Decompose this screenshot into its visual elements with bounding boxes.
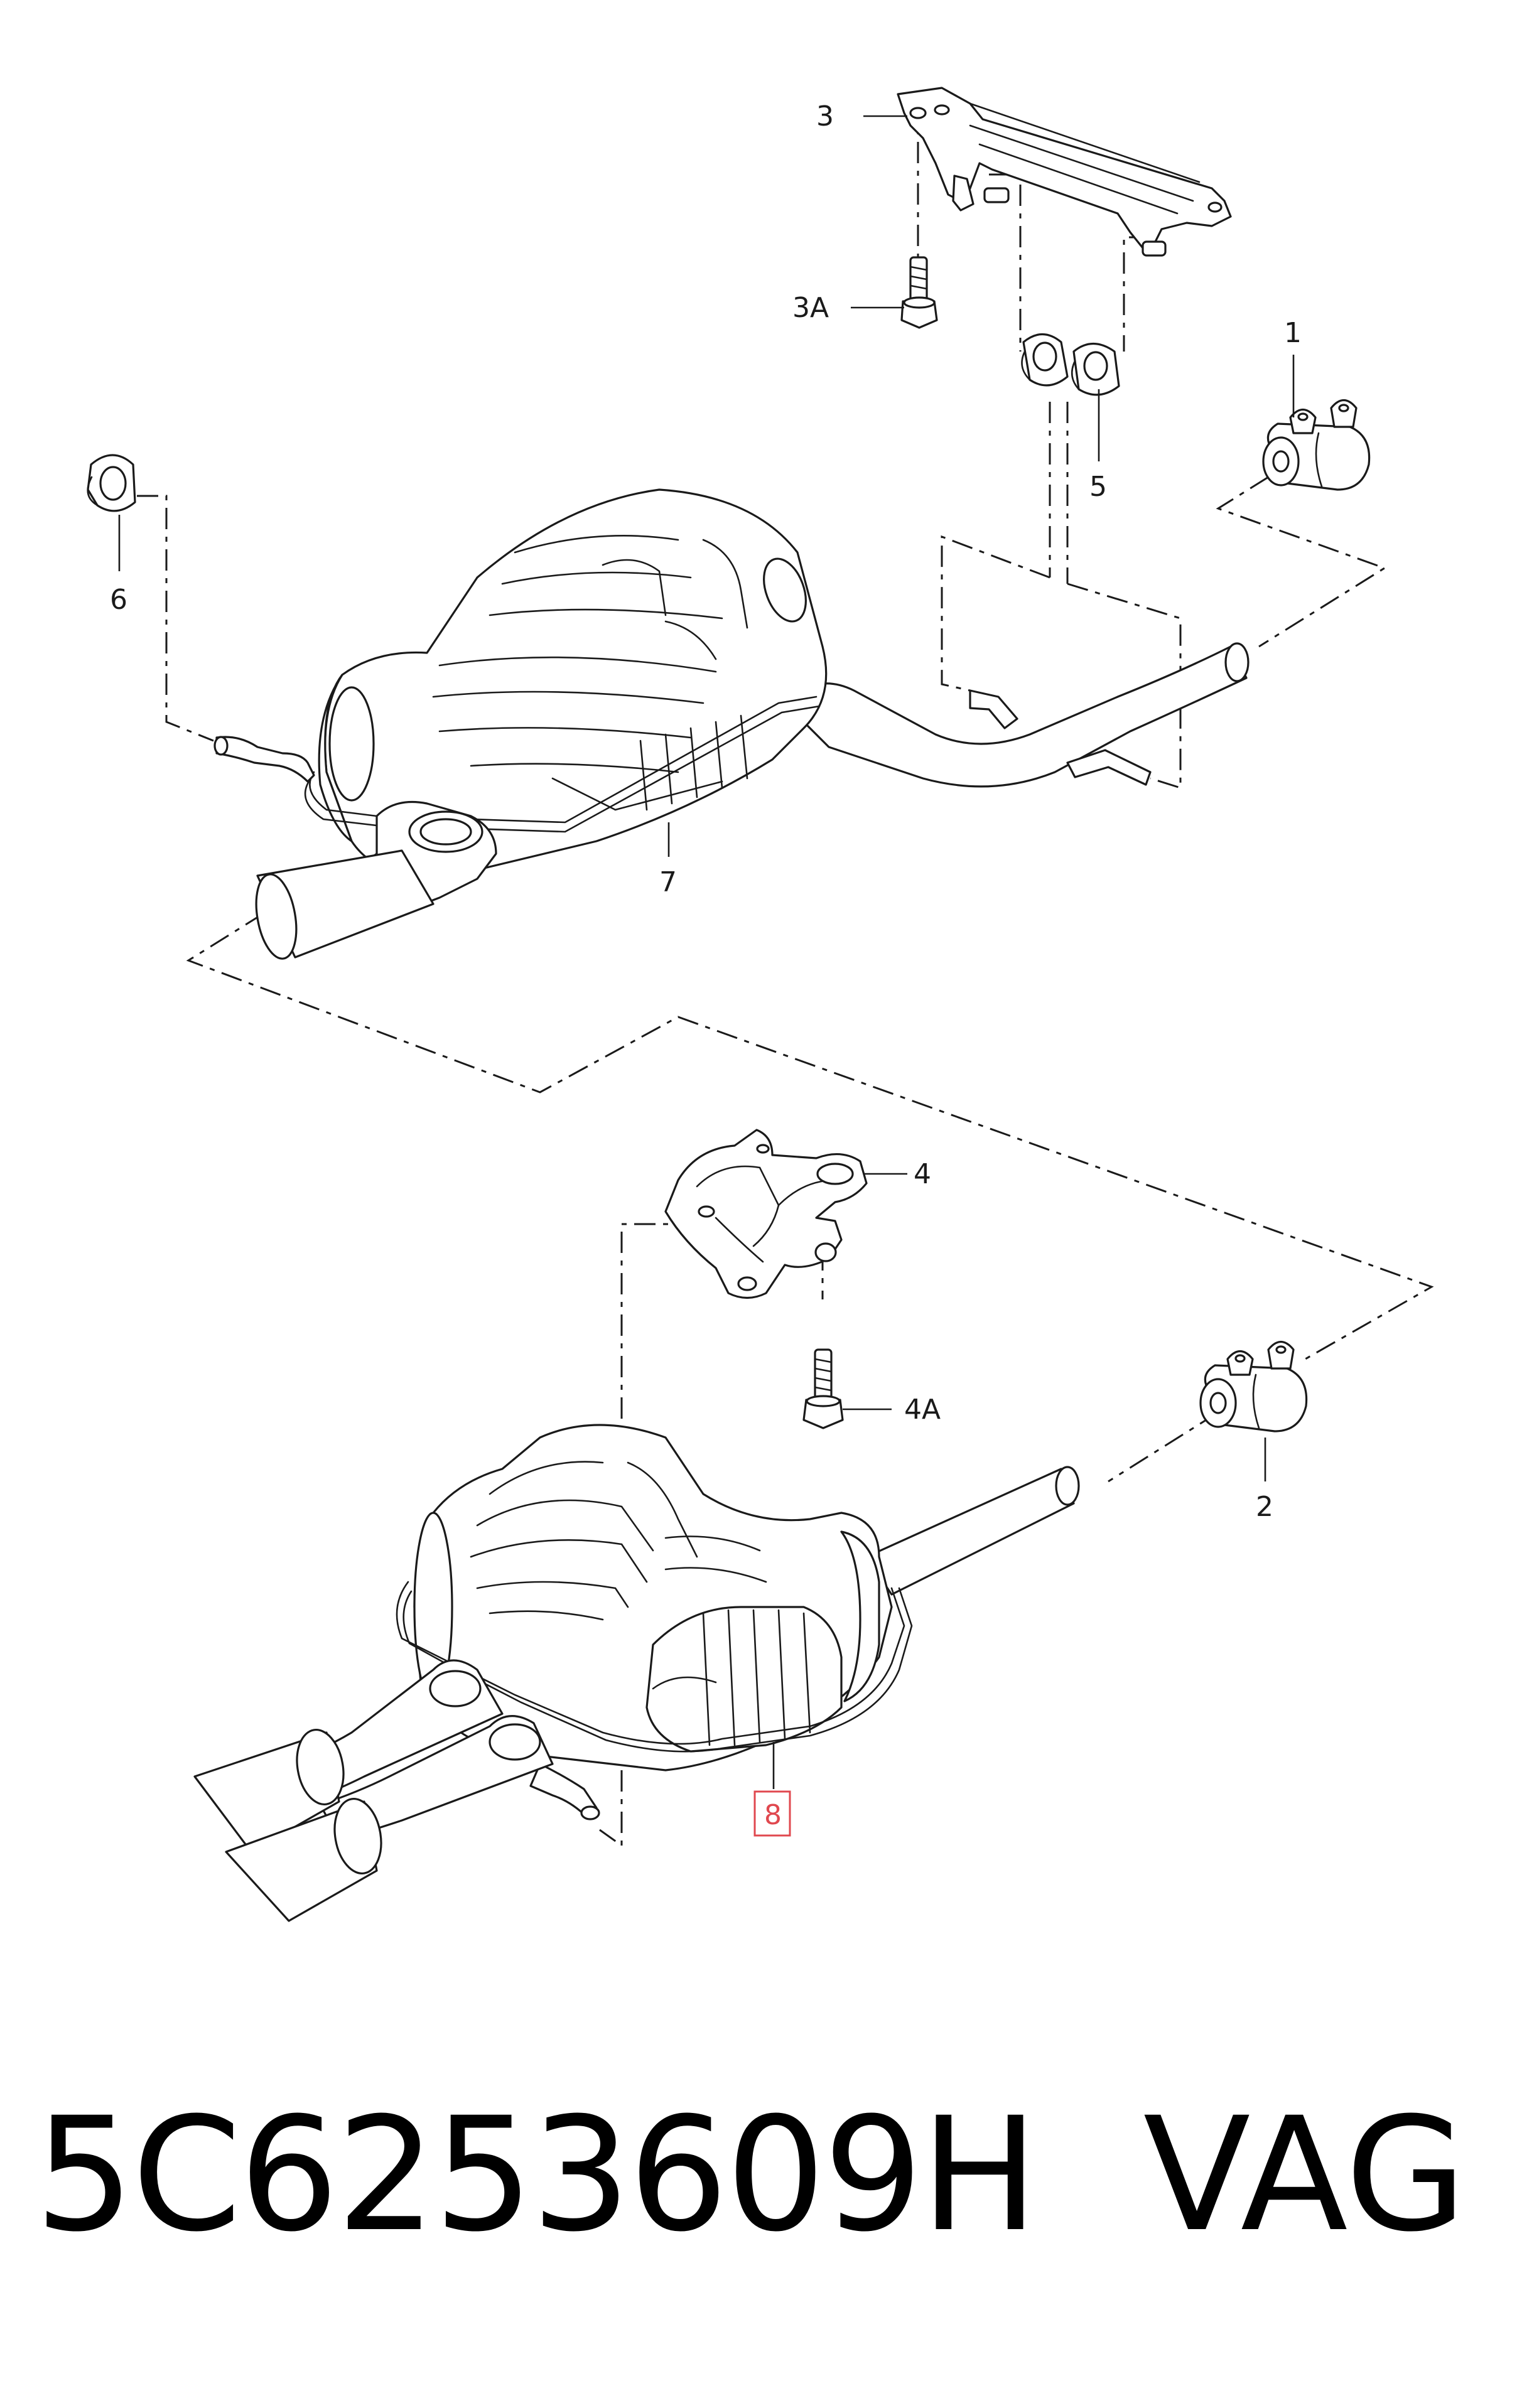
callout-labels: 3 3A 1 5 6 7 4 4A 2 8 <box>110 100 1302 1837</box>
callout-3: 3 <box>816 100 834 132</box>
bolt-3a <box>900 256 938 329</box>
rubber-hanger-5-left <box>1021 333 1069 387</box>
rubber-hanger-6 <box>87 454 136 512</box>
rear-muffler-8 <box>193 1424 1080 1922</box>
callout-4: 4 <box>914 1158 931 1190</box>
callout-3a: 3A <box>792 292 829 324</box>
brand-label: VAG <box>1143 2083 1467 2266</box>
callout-1: 1 <box>1284 317 1302 349</box>
part-number: 5C6253609H <box>35 2083 1039 2266</box>
callout-8: 8 <box>764 1799 782 1831</box>
pipe-clamp-2 <box>1199 1340 1308 1432</box>
leader-lines <box>118 115 1295 1789</box>
bolt-4a <box>802 1348 844 1429</box>
rubber-hanger-5-right <box>1071 343 1120 396</box>
callout-4a: 4A <box>904 1394 941 1426</box>
callout-5: 5 <box>1089 471 1107 503</box>
callout-2: 2 <box>1256 1491 1273 1523</box>
callout-6: 6 <box>110 584 127 616</box>
mounting-bracket-3 <box>897 87 1232 257</box>
callout-7: 7 <box>659 866 677 898</box>
muffler-assembly-7 <box>213 488 1250 960</box>
callout-8-highlight-box <box>753 1790 791 1837</box>
exhaust-system-diagram: 3 3A 1 5 6 7 4 4A 2 8 <box>87 87 1434 1922</box>
rear-mount-4 <box>664 1129 868 1299</box>
pipe-clamp-1 <box>1262 399 1371 491</box>
